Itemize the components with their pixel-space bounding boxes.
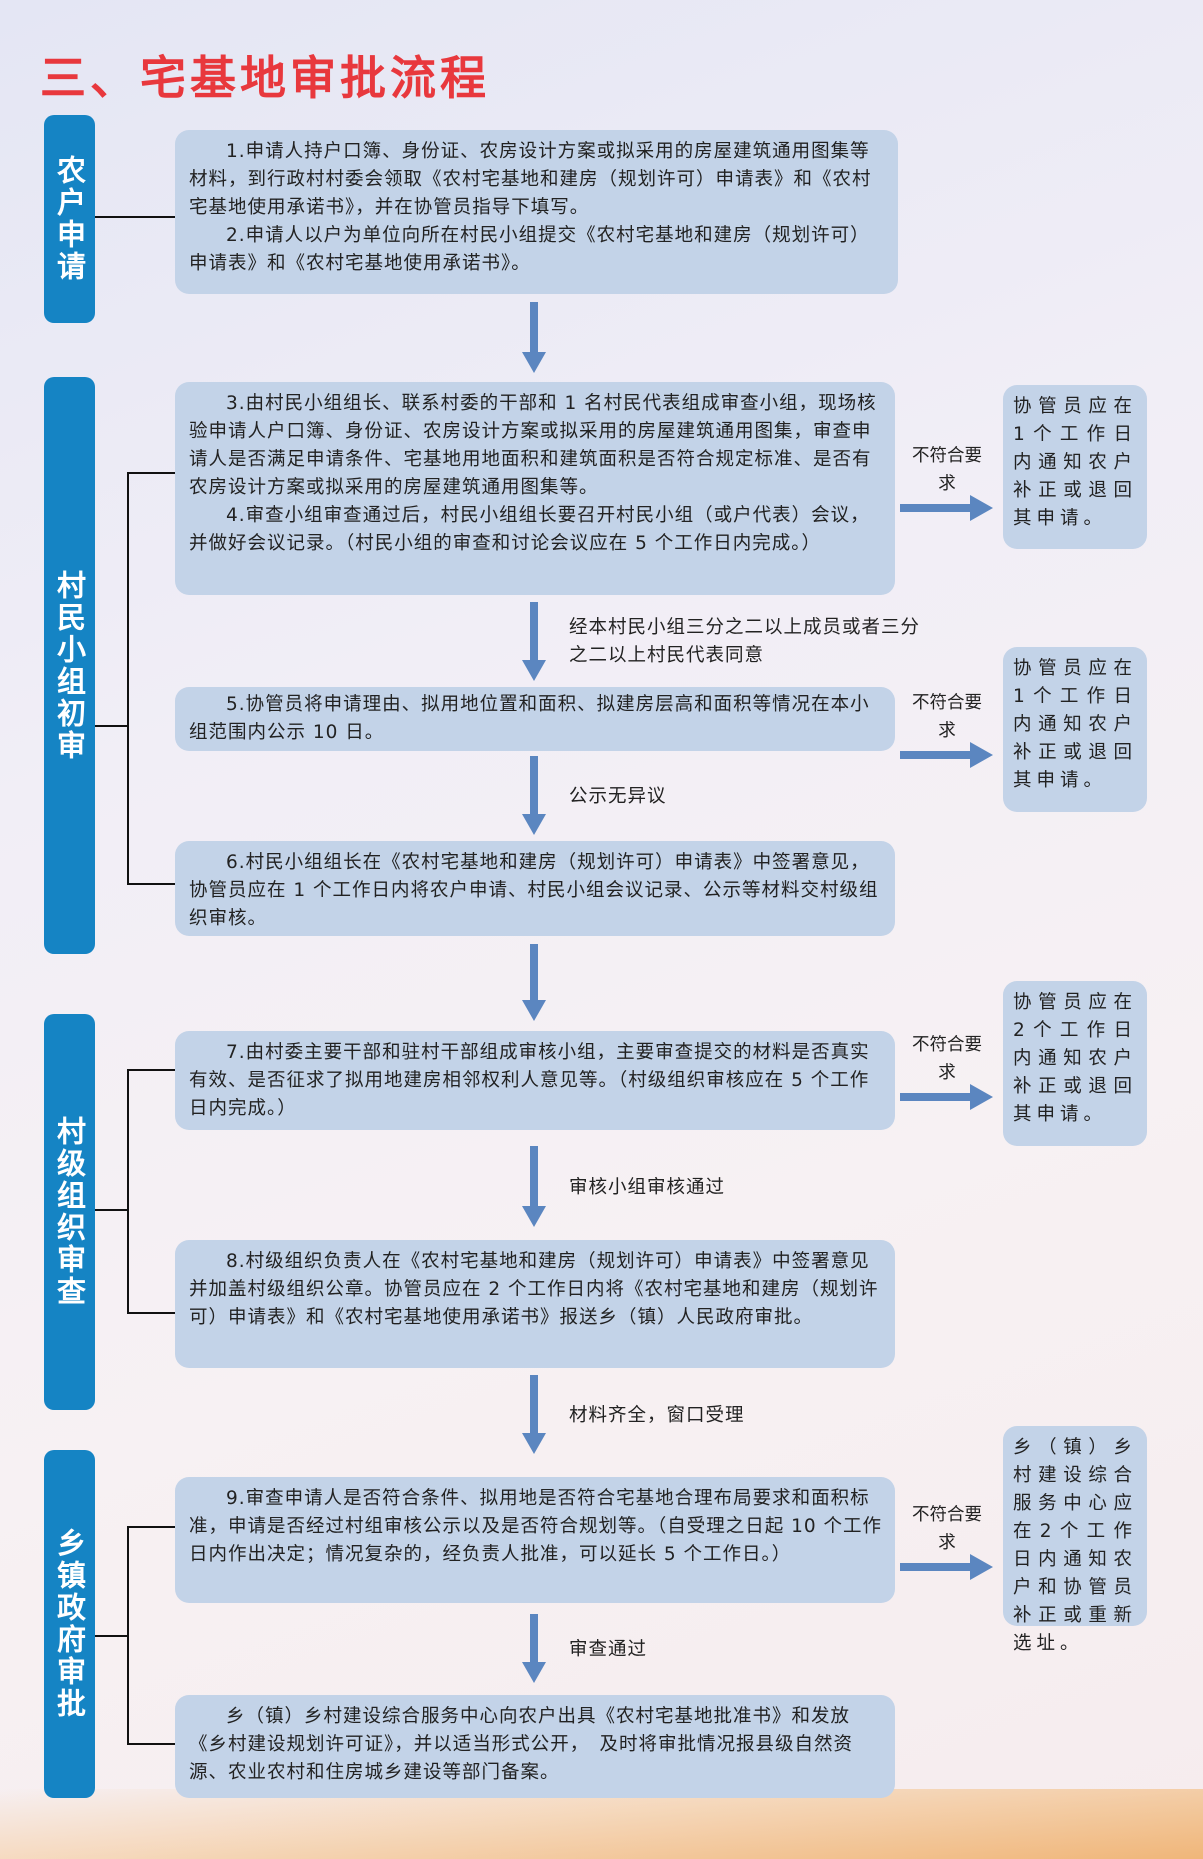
down-arrow-icon	[522, 1375, 546, 1454]
step-box-10: 乡（镇）乡村建设综合服务中心向农户出具《农村宅基地批准书》和发放《乡村建设规划许…	[175, 1695, 895, 1798]
connector-line	[127, 1743, 175, 1745]
down-arrow-icon	[522, 756, 546, 835]
transition-label: 公示无异议	[569, 786, 667, 807]
transition-label: 审查通过	[569, 1639, 648, 1660]
step-text: 6.村民小组组长在《农村宅基地和建房（规划许可）申请表》中签署意见，协管员应在 …	[189, 852, 879, 929]
connector-line	[95, 725, 128, 727]
step-text: 2.申请人以户为单位向所在村民小组提交《农村宅基地和建房（规划许可）申请表》和《…	[189, 225, 870, 274]
step-box-1-2: 1.申请人持户口簿、身份证、农房设计方案或拟采用的房屋建筑通用图集等材料，到行政…	[175, 130, 898, 294]
step-box-6: 6.村民小组组长在《农村宅基地和建房（规划许可）申请表》中签署意见，协管员应在 …	[175, 841, 895, 936]
page-title: 三、宅基地审批流程	[40, 51, 490, 105]
connector-line	[95, 1635, 128, 1637]
connector-line	[127, 1069, 175, 1071]
reject-label: 不符合要求	[912, 693, 982, 741]
stage-farmer-application: 农户申请	[44, 115, 95, 323]
reject-label: 不符合要求	[912, 446, 982, 494]
down-arrow-icon	[522, 1146, 546, 1227]
step-text: 5.协管员将申请理由、拟用地位置和面积、拟建房层高和面积等情况在本小组范围内公示…	[189, 694, 870, 743]
step-text: 1.申请人持户口簿、身份证、农房设计方案或拟采用的房屋建筑通用图集等材料，到行政…	[189, 141, 872, 218]
stage-label: 村民小组初审	[52, 569, 87, 762]
side-note-1: 协管员应在1个工作日内通知农户补正或退回其申请。	[1003, 385, 1147, 549]
stage-village-org-review: 村级组织审查	[44, 1014, 95, 1410]
down-arrow-icon	[522, 944, 546, 1021]
step-box-9: 9.审查申请人是否符合条件、拟用地是否符合宅基地合理布局要求和面积标准，申请是否…	[175, 1477, 895, 1603]
step-text: 3.由村民小组组长、联系村委的干部和 1 名村民代表组成审查小组，现场核验申请人…	[189, 393, 877, 498]
down-arrow-icon	[522, 1614, 546, 1683]
step-box-3-4: 3.由村民小组组长、联系村委的干部和 1 名村民代表组成审查小组，现场核验申请人…	[175, 382, 895, 595]
step-box-7: 7.由村委主要干部和驻村干部组成审核小组，主要审查提交的材料是否真实有效、是否征…	[175, 1031, 895, 1130]
reject-label: 不符合要求	[912, 1035, 982, 1083]
transition-label: 材料齐全，窗口受理	[569, 1405, 745, 1426]
connector-line	[127, 472, 129, 885]
transition-label: 审核小组审核通过	[569, 1177, 726, 1198]
stage-label: 农户申请	[52, 155, 87, 283]
connector-line	[95, 216, 175, 218]
decorative-swoosh	[0, 1789, 1203, 1859]
connector-line	[127, 1526, 129, 1745]
connector-line	[127, 1312, 175, 1314]
down-arrow-icon	[522, 302, 546, 373]
right-arrow-icon	[900, 742, 993, 768]
right-arrow-icon	[900, 495, 993, 521]
step-box-5: 5.协管员将申请理由、拟用地位置和面积、拟建房层高和面积等情况在本小组范围内公示…	[175, 687, 895, 751]
step-text: 7.由村委主要干部和驻村干部组成审核小组，主要审查提交的材料是否真实有效、是否征…	[189, 1042, 870, 1119]
step-box-8: 8.村级组织负责人在《农村宅基地和建房（规划许可）申请表》中签署意见并加盖村级组…	[175, 1240, 895, 1368]
down-arrow-icon	[522, 602, 546, 681]
side-note-4: 乡（镇）乡村建设综合服务中心应在2个工作日内通知农户和协管员补正或重新选址。	[1003, 1426, 1147, 1654]
right-arrow-icon	[900, 1084, 993, 1110]
connector-line	[127, 1526, 175, 1528]
stage-label: 乡镇政府审批	[52, 1528, 87, 1720]
connector-line	[127, 1069, 129, 1314]
side-note-2: 协管员应在1个工作日内通知农户补正或退回其申请。	[1003, 647, 1147, 812]
reject-label: 不符合要求	[912, 1505, 982, 1553]
stage-label: 村级组织审查	[52, 1116, 87, 1308]
step-text: 9.审查申请人是否符合条件、拟用地是否符合宅基地合理布局要求和面积标准，申请是否…	[189, 1488, 883, 1565]
step-text: 乡（镇）乡村建设综合服务中心向农户出具《农村宅基地批准书》和发放《乡村建设规划许…	[189, 1706, 854, 1783]
stage-village-group-review: 村民小组初审	[44, 377, 95, 954]
connector-line	[127, 472, 175, 474]
connector-line	[127, 883, 175, 885]
transition-label: 经本村民小组三分之二以上成员或者三分之二以上村民代表同意	[569, 617, 921, 666]
side-note-3: 协管员应在2个工作日内通知农户补正或退回其申请。	[1003, 981, 1147, 1146]
connector-line	[95, 1209, 128, 1211]
stage-township-approval: 乡镇政府审批	[44, 1450, 95, 1798]
step-text: 4.审查小组审查通过后，村民小组组长要召开村民小组（或户代表）会议，并做好会议记…	[189, 505, 870, 554]
step-text: 8.村级组织负责人在《农村宅基地和建房（规划许可）申请表》中签署意见并加盖村级组…	[189, 1251, 879, 1328]
right-arrow-icon	[900, 1554, 993, 1580]
